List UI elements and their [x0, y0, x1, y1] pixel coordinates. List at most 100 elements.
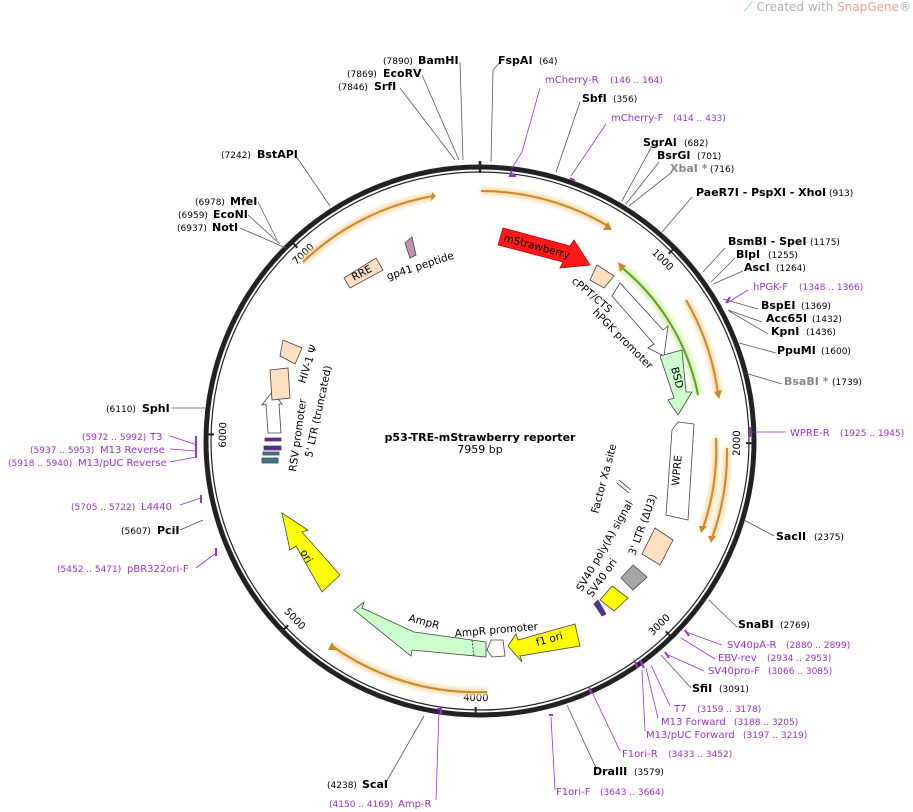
site-KpnI: KpnI: [771, 325, 799, 338]
site-AscI: AscI: [744, 261, 770, 274]
site-SrfI-pos: (7846): [338, 83, 368, 93]
primer-F1ori-F-range: (3643 .. 3664): [600, 788, 664, 798]
feature-gp41-peptide: [404, 236, 417, 259]
site-BstAPI: BstAPI: [257, 148, 298, 161]
site-EcoNI: EcoNI: [213, 208, 248, 221]
site-PpuMI: PpuMI: [777, 344, 816, 357]
watermark-prefix: Created with: [756, 0, 834, 14]
feature-SV40-ori: [599, 585, 629, 612]
sites-leaders: [172, 61, 783, 785]
primer-mCherry-F: mCherry-F: [611, 113, 664, 124]
feature-small-purple: [593, 599, 607, 617]
leader-SrfI: [399, 87, 456, 161]
site-BlpI-pos: (1255): [768, 251, 798, 261]
primer-EBV-rev-range: (2934 .. 2953): [767, 654, 831, 664]
primer-mark-SV40pA-R: [684, 629, 690, 637]
orf-arc-4: [702, 437, 718, 529]
site-Acc65I: Acc65I: [766, 312, 807, 325]
primer-leader-M13pucR: [169, 456, 197, 463]
primer-M13-pUC-Reverse-range: (5918 .. 5940): [8, 459, 72, 469]
site-SpeI-pos: (1175): [810, 238, 840, 248]
leader-BlpI: [710, 257, 736, 283]
leader-XbaI: [628, 171, 673, 207]
site-BamHI: BamHI: [418, 54, 459, 67]
primer-WPRE-R: WPRE-R: [790, 428, 830, 439]
site-SfiI: SfiI: [692, 682, 712, 695]
orf-head-2: [618, 262, 626, 272]
primer-L4440: L4440: [141, 502, 172, 513]
feature-small-markers-1: [263, 437, 282, 451]
leader-SbfI: [555, 101, 581, 173]
primer-leader-T7: [650, 664, 671, 707]
primer-leader-M13pucF: [641, 669, 646, 732]
primer-leader-F1ori-F: [550, 716, 556, 791]
feature-BSD: [659, 349, 693, 416]
snapgene-watermark: ⟋ Created with SnapGene®: [744, 0, 911, 15]
label-factor-xa: Factor Xa site: [589, 443, 619, 515]
site-BsrGI: BsrGI: [657, 149, 690, 162]
primer-F1ori-R-range: (3433 .. 3452): [668, 750, 732, 760]
label-AmpR: AmpR: [407, 612, 440, 632]
site-KpnI-pos: (1436): [806, 328, 836, 338]
site-SacII-pos: (2375): [814, 533, 844, 543]
primer-leader-mCherry-F: [570, 123, 607, 177]
orf-head-6: [328, 642, 336, 650]
leader-BamHI: [459, 61, 464, 161]
snapgene-logo-icon: ⟋: [743, 0, 757, 14]
site-PciI: PciI: [157, 524, 179, 537]
primer-SV40pro-F-range: (3066 .. 3085): [768, 667, 832, 677]
site-SpeI: BsmBI - SpeI: [728, 235, 806, 248]
primer-mark-F1ori-R: [588, 685, 592, 695]
feature-3prime-LTR: [641, 527, 674, 566]
feature-ori: [281, 512, 341, 593]
leader-DraIII: [566, 704, 598, 771]
feature-HIV-psi: [279, 339, 303, 365]
tick-label-4000: 4000: [463, 693, 489, 704]
leader-PpuMI: [738, 342, 777, 354]
site-NotI-pos: (6937): [177, 224, 207, 234]
primer-M13-pUC-Forward: M13/pUC Forward: [646, 730, 735, 741]
site-EcoRV: EcoRV: [383, 67, 422, 80]
site-SphI-pos: (6110): [106, 405, 136, 415]
plasmid-size: 7959 bp: [457, 443, 502, 456]
primer-marks: [195, 169, 751, 716]
primer-leader-F1ori-R: [590, 689, 621, 752]
primer-M13-pUC-Reverse: M13/pUC Reverse: [78, 458, 167, 469]
feature-mStrawberry: [497, 227, 591, 269]
primer-pBR322ori-F-range: (5452 .. 5471): [57, 565, 121, 575]
primer-leader-SV40pA-R: [685, 631, 723, 646]
label-ori: ori: [297, 548, 314, 566]
leader-FspAI: [490, 61, 501, 163]
leader-BsaBI: [744, 372, 783, 385]
site-XbaI-pos: (716): [710, 165, 734, 175]
leader-ScaI: [384, 715, 425, 785]
feature-f1-ori: [507, 623, 581, 663]
primer-M13-Forward-range: (3188 .. 3205): [734, 718, 798, 728]
tick-mark-1000: [668, 245, 677, 255]
orf-head-1: [603, 222, 612, 230]
feature-hPGK-promoter: [611, 282, 669, 357]
feature-AmpR-promoter: [486, 639, 506, 658]
orf-head-4: [699, 526, 707, 533]
leader-SnaBI: [708, 599, 738, 628]
site-SacII: SacII: [776, 530, 806, 543]
primer-M13-Reverse-range: (5937 .. 5953): [30, 446, 94, 456]
plasmid-name: p53-TRE-mStrawberry reporter: [385, 431, 576, 444]
primer-M13-pUC-Forward-range: (3197 .. 3219): [743, 731, 807, 741]
site-BlpI: BlpI: [736, 248, 760, 261]
site-XbaI: XbaI *: [670, 162, 708, 175]
site-SfiI-pos: (3091): [719, 685, 749, 695]
primer-leader-Amp-R: [435, 710, 440, 801]
orf-arc-1: [480, 190, 609, 227]
primer-labels: mCherry-R (146 .. 164) mCherry-F (414 ..…: [8, 75, 904, 810]
primer-Amp-R-range: (4150 .. 4169): [329, 800, 393, 810]
primer-L4440-range: (5705 .. 5722): [71, 503, 135, 513]
primer-T3-range: (5972 .. 5992): [82, 433, 146, 443]
tick-label-6000: 6000: [218, 422, 230, 448]
leader-MfeI: [257, 201, 278, 241]
primer-mCherry-R: mCherry-R: [545, 75, 599, 86]
orf-arcs: [300, 187, 731, 696]
feature-shapes: [260, 227, 695, 663]
orf-arc-5: [711, 447, 729, 539]
